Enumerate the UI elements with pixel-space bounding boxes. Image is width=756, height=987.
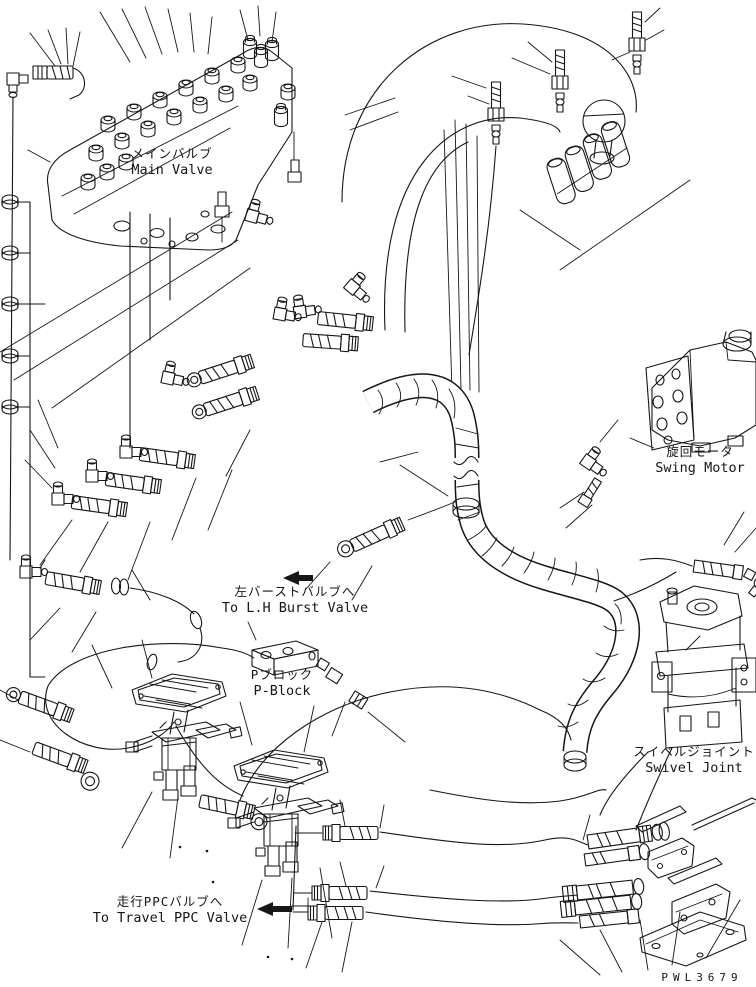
drawing-code: PWL3679 <box>661 971 743 984</box>
left-hose-cluster <box>24 352 261 581</box>
swivel-joint-label: スイベルジョイント Swivel Joint <box>633 744 755 778</box>
burst-valve-arrow <box>283 571 313 585</box>
swing-motor-label-en: Swing Motor <box>655 460 745 477</box>
hose-clamp-rail <box>1 96 46 678</box>
ppc-knob <box>582 99 626 143</box>
swivel-joint <box>599 511 756 831</box>
ppc-valve <box>451 7 691 356</box>
main-valve-label: メインバルブ Main Valve <box>131 146 212 180</box>
main-valve-label-jp: メインバルブ <box>131 146 213 161</box>
travel-ppc-callout-jp: 走行PPCバルブへ <box>116 894 224 909</box>
bottom-right-manifold <box>559 797 756 976</box>
travel-ppc-arrow <box>257 897 309 916</box>
burst-valve-callout: 左バーストバルブへ To L.H Burst Valve <box>222 584 368 618</box>
p-block-label-jp: Pブロック <box>250 667 314 682</box>
main-valve <box>27 5 296 251</box>
p-block-label: Pブロック P-Block <box>251 667 314 701</box>
travel-ppc-hoses <box>292 789 607 973</box>
burst-valve-hose <box>304 501 456 601</box>
swing-motor-label-jp: 旋回モータ <box>666 444 734 459</box>
swivel-joint-label-en: Swivel Joint <box>645 760 743 777</box>
swing-motor-label: 旋回モータ Swing Motor <box>655 444 744 478</box>
travel-pedal-valve-left <box>0 639 243 859</box>
pipes-and-panel-edges <box>0 211 251 449</box>
p-block <box>247 621 406 743</box>
swivel-joint-label-jp: スイベルジョイント <box>633 744 755 759</box>
valve-port-fittings <box>214 131 380 353</box>
p-block-label-en: P-Block <box>253 683 311 700</box>
travel-ppc-callout-en: To Travel PPC Valve <box>92 910 248 927</box>
travel-pedal-valve-right <box>197 701 345 949</box>
main-valve-label-en: Main Valve <box>131 162 213 179</box>
burst-valve-callout-en: To L.H Burst Valve <box>221 600 369 617</box>
top-hose-loops <box>341 23 637 393</box>
hose-bundle <box>362 373 640 772</box>
burst-valve-callout-jp: 左バーストバルブへ <box>234 584 356 599</box>
pilot-hose-loops <box>19 554 572 961</box>
travel-ppc-callout: 走行PPCバルブへ To Travel PPC Valve <box>93 894 247 928</box>
swing-motor <box>559 329 756 529</box>
corner-elbow-fitting <box>6 27 86 100</box>
